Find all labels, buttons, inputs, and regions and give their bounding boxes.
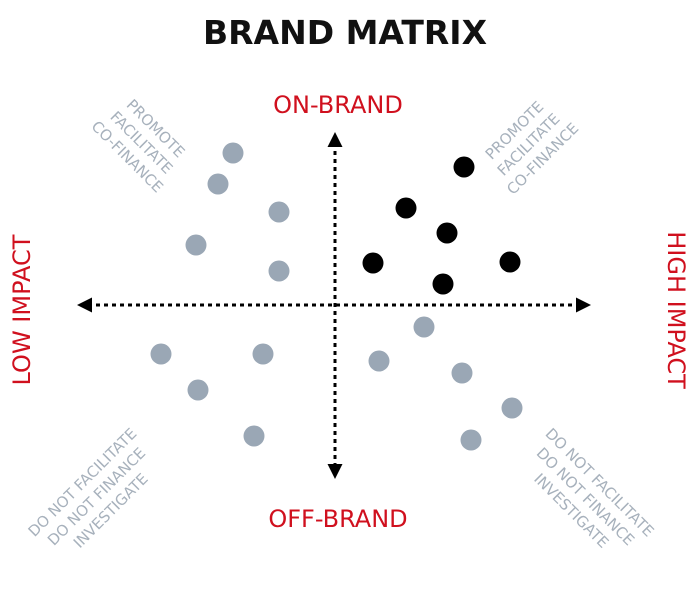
gray-dot — [501, 397, 523, 419]
gray-dot — [268, 260, 290, 282]
quadrant-label-top-right: PROMOTE FACILITATE CO-FINANCE — [482, 98, 583, 199]
gray-dot — [222, 142, 244, 164]
gray-dot — [268, 201, 290, 223]
gray-dot — [207, 173, 229, 195]
data-dots — [150, 142, 523, 451]
axis-label-low-impact: LOW IMPACT — [8, 234, 36, 385]
black-dot — [395, 197, 417, 219]
quadrant-label-bottom-right: DO NOT FACILITATE DO NOT FINANCE INVESTI… — [530, 425, 657, 552]
diagram-title: BRAND MATRIX — [203, 13, 487, 52]
gray-dot — [451, 362, 473, 384]
axis-label-high-impact: HIGH IMPACT — [662, 231, 690, 389]
gray-dot — [252, 343, 274, 365]
black-dot — [436, 222, 458, 244]
quadrant-label-top-left: PROMOTE FACILITATE CO-FINANCE — [88, 96, 189, 197]
gray-dot — [185, 234, 207, 256]
axis-label-on-brand: ON-BRAND — [273, 91, 403, 119]
gray-dot — [413, 316, 435, 338]
axis-label-off-brand: OFF-BRAND — [268, 505, 407, 533]
gray-dot — [368, 350, 390, 372]
gray-dot — [243, 425, 265, 447]
gray-dot — [460, 429, 482, 451]
gray-dot — [150, 343, 172, 365]
black-dot — [453, 156, 475, 178]
black-dot — [362, 252, 384, 274]
black-dot — [432, 273, 454, 295]
quadrant-label-bottom-left: DO NOT FACILITATE DO NOT FINANCE INVESTI… — [25, 425, 152, 552]
black-dot — [499, 251, 521, 273]
gray-dot — [187, 379, 209, 401]
